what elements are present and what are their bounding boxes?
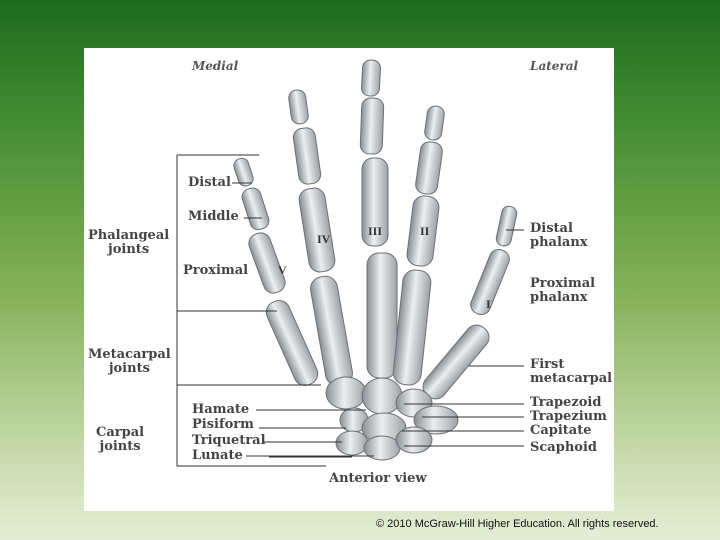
distal-label: Distal	[188, 175, 231, 190]
hand-skeleton-illustration	[176, 59, 524, 467]
triquetral-label: Triquetral	[192, 433, 266, 448]
capitate-label: Capitate	[530, 423, 592, 438]
proximal-phalanx-label: Proximal phalanx	[530, 276, 596, 305]
phalangeal-joints-label: Phalangeal joints	[88, 228, 170, 257]
middle-label: Middle	[188, 209, 239, 224]
lunate-label: Lunate	[192, 448, 243, 463]
hamate-label: Hamate	[192, 402, 250, 417]
digit-ii-numeral: II	[420, 224, 430, 238]
pisiform-label: Pisiform	[192, 417, 254, 432]
proximal-label: Proximal	[183, 263, 249, 278]
digit-iii-numeral: III	[368, 224, 383, 238]
trapezium-label: Trapezium	[530, 409, 607, 424]
digit-iv-numeral: IV	[317, 232, 331, 246]
scaphoid-label: Scaphoid	[530, 440, 597, 455]
distal-phalanx-label: Distal phalanx	[530, 221, 588, 250]
anterior-view-caption: Anterior view	[329, 471, 427, 486]
trapezoid-label: Trapezoid	[530, 395, 602, 410]
metacarpal-joints-label: Metacarpal joints	[88, 347, 171, 376]
first-metacarpal-label: First metacarpal	[530, 357, 613, 386]
digit-i-numeral: I	[486, 297, 491, 311]
carpal-joints-label: Carpal joints	[96, 425, 145, 454]
lateral-label: Lateral	[530, 59, 579, 73]
copyright-notice: © 2010 McGraw-Hill Higher Education. All…	[376, 518, 659, 530]
medial-label: Medial	[192, 59, 239, 73]
digit-v-numeral: V	[278, 263, 287, 277]
figure-panel: Medial Lateral Distal Middle Proximal Ph…	[84, 48, 614, 511]
